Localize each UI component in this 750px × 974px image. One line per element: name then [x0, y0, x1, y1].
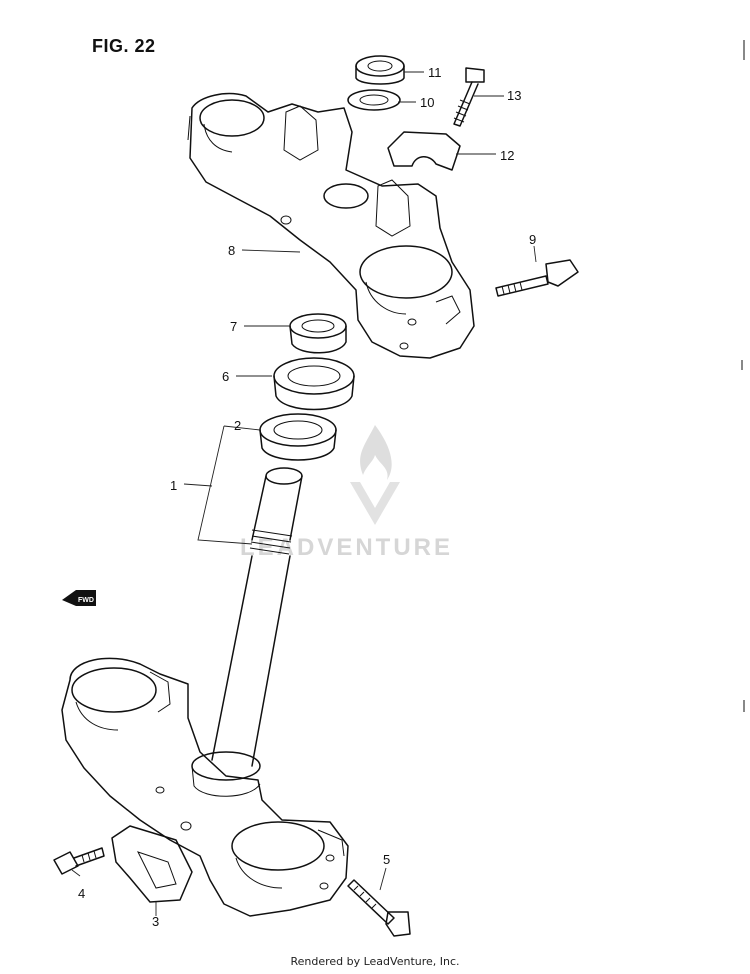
fwd-direction-marker: FWD: [62, 590, 96, 606]
watermark-text: LEADVENTURE: [240, 534, 454, 561]
part-13-bolt: [453, 67, 485, 127]
callout-3: 3: [152, 914, 159, 929]
callout-9: 9: [529, 232, 536, 247]
part-3-bracket: [111, 825, 193, 903]
part-6-bearing: [273, 357, 355, 411]
scan-marks: [741, 40, 745, 712]
callout-labels: 1 2 3 4 5 6 7 8 9 10 11 12 13: [78, 65, 536, 929]
part-5-bolt: [347, 879, 411, 937]
callout-6: 6: [222, 369, 229, 384]
part-9-bolt: [495, 259, 579, 297]
part-12-clamp: [387, 131, 461, 171]
fwd-label: FWD: [78, 597, 94, 604]
watermark-logo: [350, 425, 400, 525]
part-2-bearing: [259, 413, 337, 461]
part-4-bolt: [53, 847, 105, 875]
callout-2: 2: [234, 418, 241, 433]
callout-11: 11: [428, 65, 442, 80]
figure-title: FIG. 22: [92, 36, 156, 56]
footer-credit: Rendered by LeadVenture, Inc.: [290, 955, 460, 968]
upper-triple-clamp: [187, 92, 475, 359]
callout-5: 5: [383, 852, 390, 867]
part-11-nut: [355, 55, 405, 85]
steering-stem: [211, 467, 303, 767]
callout-10: 10: [420, 95, 434, 110]
callout-12: 12: [500, 148, 514, 163]
leader-lines: [71, 71, 537, 916]
part-7-nut: [289, 313, 347, 354]
callout-13: 13: [507, 88, 521, 103]
callout-8: 8: [228, 243, 235, 258]
lower-triple-clamp: [61, 657, 349, 917]
callout-7: 7: [230, 319, 237, 334]
callout-4: 4: [78, 886, 85, 901]
callout-1: 1: [170, 478, 177, 493]
part-10-washer: [347, 89, 401, 111]
